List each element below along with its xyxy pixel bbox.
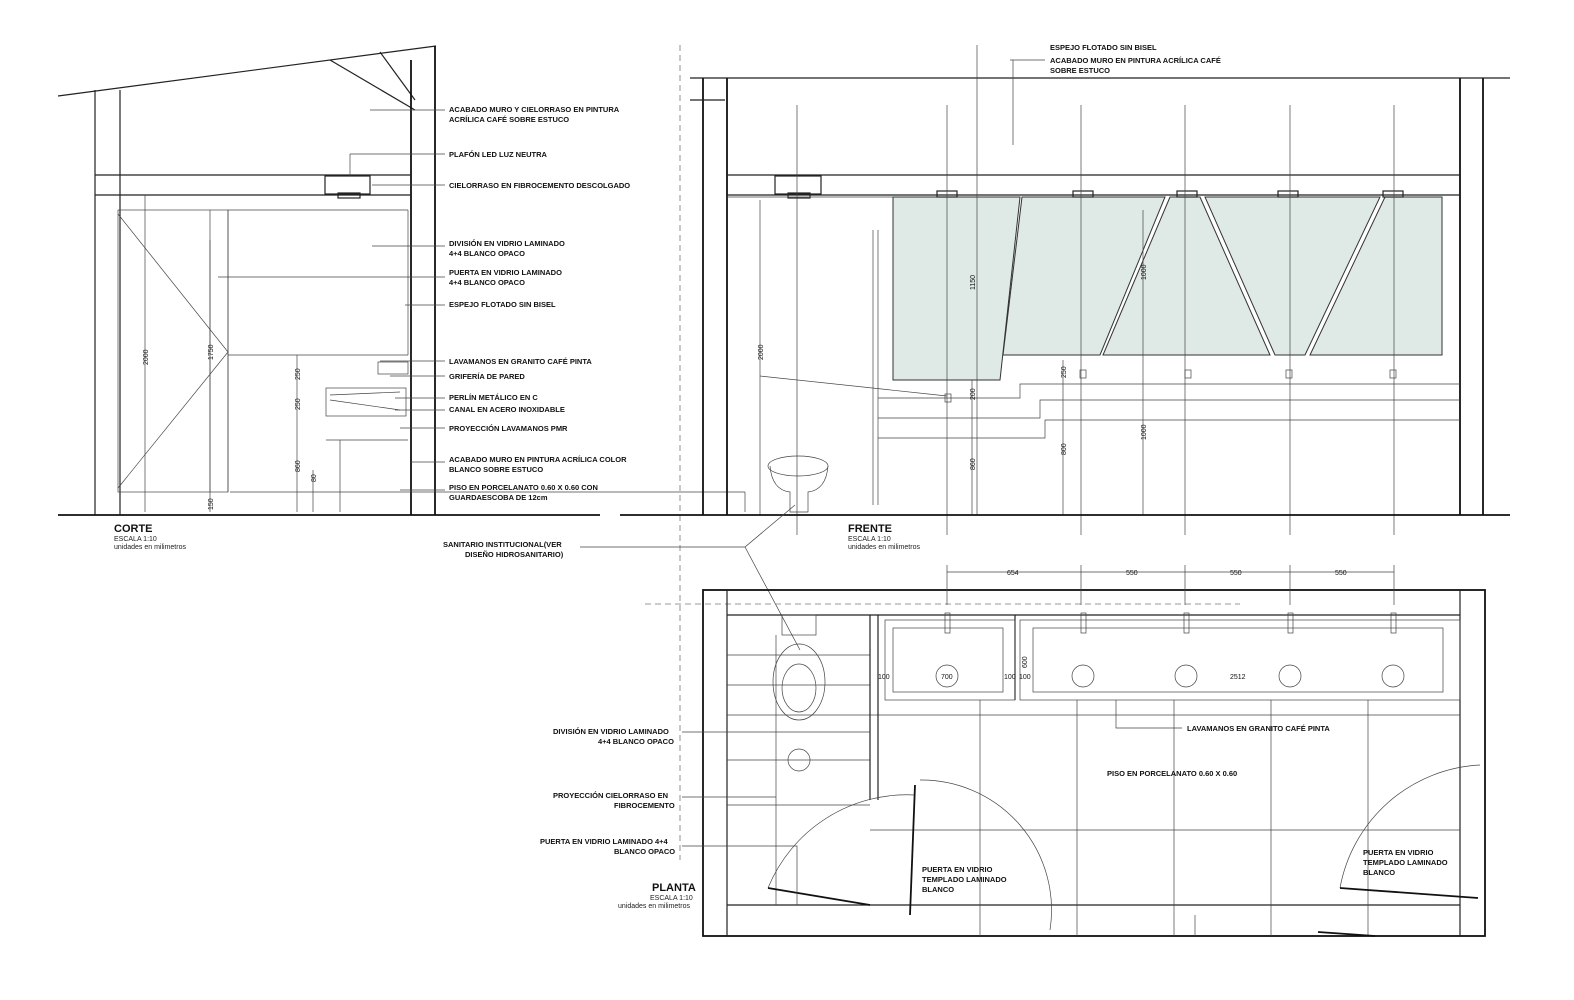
planta-dim-3: 550 bbox=[1230, 570, 1242, 577]
corte-label-10: LAVAMANOS EN GRANITO CAFÉ PINTA bbox=[449, 357, 592, 366]
planta-title: PLANTA bbox=[652, 882, 696, 894]
planta-label-11: PISO EN PORCELANATO 0.60 X 0.60 bbox=[1107, 769, 1237, 778]
planta-dim-1: 654 bbox=[1007, 570, 1019, 577]
corte-dim-3: 250 bbox=[295, 368, 302, 380]
toilet-plan bbox=[772, 643, 826, 721]
corte-scale: ESCALA 1:10 bbox=[114, 536, 157, 543]
planta-label-10: LAVAMANOS EN GRANITO CAFÉ PINTA bbox=[1187, 724, 1330, 733]
basin-1 bbox=[935, 664, 959, 688]
planta-dim-2: 550 bbox=[1126, 570, 1138, 577]
toilet-elevation bbox=[767, 455, 829, 477]
corte-dim-4: 250 bbox=[295, 398, 302, 410]
corte-label-4: CIELORRASO EN FIBROCEMENTO DESCOLGADO bbox=[449, 181, 630, 190]
corte-label-3: PLAFÓN LED LUZ NEUTRA bbox=[449, 150, 547, 159]
corte-label-6: 4+4 BLANCO OPACO bbox=[449, 249, 525, 258]
planta-units: unidades en milimetros bbox=[618, 903, 690, 910]
planta-dim-8: 100 bbox=[1019, 674, 1031, 681]
corte-label-7: PUERTA EN VIDRIO LAMINADO bbox=[449, 268, 562, 277]
corte-units: unidades en milimetros bbox=[114, 544, 186, 551]
corte-label-11: GRIFERÍA DE PARED bbox=[449, 372, 525, 381]
mirror-panel-1 bbox=[892, 196, 1021, 381]
planta-label-2: 4+4 BLANCO OPACO bbox=[598, 737, 674, 746]
planta-label-8: TEMPLADO LAMINADO bbox=[922, 875, 1007, 884]
planta-label-5: PUERTA EN VIDRIO LAMINADO 4+4 bbox=[540, 837, 669, 846]
sanitario-callout: SANITARIO INSTITUCIONAL(VER DISEÑO HIDRO… bbox=[443, 504, 801, 651]
corte-dim-2: 1750 bbox=[208, 344, 215, 360]
frente-dim-3: 1000 bbox=[1141, 264, 1148, 280]
planta-label-9: BLANCO bbox=[922, 885, 954, 894]
planta-label-4: FIBROCEMENTO bbox=[614, 801, 675, 810]
planta-dim-9: 2512 bbox=[1230, 674, 1246, 681]
frente-dim-5: 860 bbox=[970, 458, 977, 470]
sanitario-label-2: DISEÑO HIDROSANITARIO) bbox=[465, 550, 564, 559]
frente-units: unidades en milimetros bbox=[848, 544, 920, 551]
frente-dim-4: 200 bbox=[970, 388, 977, 400]
mirror-panel-2 bbox=[1002, 196, 1166, 356]
frente-dim-6: 250 bbox=[1061, 366, 1068, 378]
corte-label-8: 4+4 BLANCO OPACO bbox=[449, 278, 525, 287]
basin-4 bbox=[1278, 664, 1302, 688]
corte-label-13: CANAL EN ACERO INOXIDABLE bbox=[449, 405, 565, 414]
corte-label-18: GUARDAESCOBA DE 12cm bbox=[449, 493, 548, 502]
frente-label-2: ACABADO MURO EN PINTURA ACRÍLICA CAFÉ bbox=[1050, 56, 1221, 65]
mirror-panel-4 bbox=[1204, 196, 1381, 356]
frente-title: FRENTE bbox=[848, 523, 892, 535]
planta-dim-7: 100 bbox=[1004, 674, 1016, 681]
basin-3 bbox=[1174, 664, 1198, 688]
planta-label-7: PUERTA EN VIDRIO bbox=[922, 865, 993, 874]
planta-label-12: PUERTA EN VIDRIO bbox=[1363, 848, 1434, 857]
planta-dim-4: 550 bbox=[1335, 570, 1347, 577]
basin-5 bbox=[1381, 664, 1405, 688]
frente-dim-1: 2000 bbox=[758, 344, 765, 360]
sanitario-label-1: SANITARIO INSTITUCIONAL(VER bbox=[443, 540, 562, 549]
corte-dim-7: 150 bbox=[208, 498, 215, 510]
frente-label-3: SOBRE ESTUCO bbox=[1050, 66, 1110, 75]
corte-label-12: PERLÍN METÁLICO EN C bbox=[449, 393, 538, 402]
planta-label-14: BLANCO bbox=[1363, 868, 1395, 877]
corte-dim-6: 80 bbox=[311, 474, 318, 482]
corte-dim-5: 860 bbox=[295, 460, 302, 472]
planta-label-3: PROYECCIÓN CIELORRASO EN bbox=[553, 791, 668, 800]
frente-scale: ESCALA 1:10 bbox=[848, 536, 891, 543]
planta-section: DIVISIÓN EN VIDRIO LAMINADO 4+4 BLANCO O… bbox=[540, 565, 1486, 937]
planta-dim-5: 100 bbox=[878, 674, 890, 681]
corte-label-9: ESPEJO FLOTADO SIN BISEL bbox=[449, 300, 556, 309]
planta-label-6: BLANCO OPACO bbox=[614, 847, 675, 856]
planta-scale: ESCALA 1:10 bbox=[650, 895, 693, 902]
planta-dim-6: 700 bbox=[941, 674, 953, 681]
corte-label-14: PROYECCIÓN LAVAMANOS PMR bbox=[449, 424, 568, 433]
planta-label-1: DIVISIÓN EN VIDRIO LAMINADO bbox=[553, 727, 669, 736]
corte-title: CORTE bbox=[114, 523, 153, 535]
mirror-panel-5 bbox=[1309, 196, 1443, 356]
corte-section: ACABADO MURO Y CIELORRASO EN PINTURA ACR… bbox=[57, 45, 746, 551]
frente-dim-7: 800 bbox=[1061, 443, 1068, 455]
basin-2 bbox=[1071, 664, 1095, 688]
corte-label-1: ACABADO MURO Y CIELORRASO EN PINTURA bbox=[449, 105, 620, 114]
planta-dim-10: 600 bbox=[1022, 656, 1029, 668]
corte-label-16: BLANCO SOBRE ESTUCO bbox=[449, 465, 543, 474]
planta-label-13: TEMPLADO LAMINADO bbox=[1363, 858, 1448, 867]
corte-label-17: PISO EN PORCELANATO 0.60 X 0.60 CON bbox=[449, 483, 598, 492]
corte-label-2: ACRÍLICA CAFÉ SOBRE ESTUCO bbox=[449, 115, 569, 124]
corte-label-5: DIVISIÓN EN VIDRIO LAMINADO bbox=[449, 239, 565, 248]
corte-label-15: ACABADO MURO EN PINTURA ACRÍLICA COLOR bbox=[449, 455, 627, 464]
frente-dim-8: 1000 bbox=[1141, 424, 1148, 440]
frente-dim-2: 1150 bbox=[970, 275, 977, 290]
frente-section: ESPEJO FLOTADO SIN BISEL ACABADO MURO EN… bbox=[620, 43, 1510, 551]
frente-label-1: ESPEJO FLOTADO SIN BISEL bbox=[1050, 43, 1157, 52]
corte-dim-1: 2000 bbox=[143, 349, 150, 365]
